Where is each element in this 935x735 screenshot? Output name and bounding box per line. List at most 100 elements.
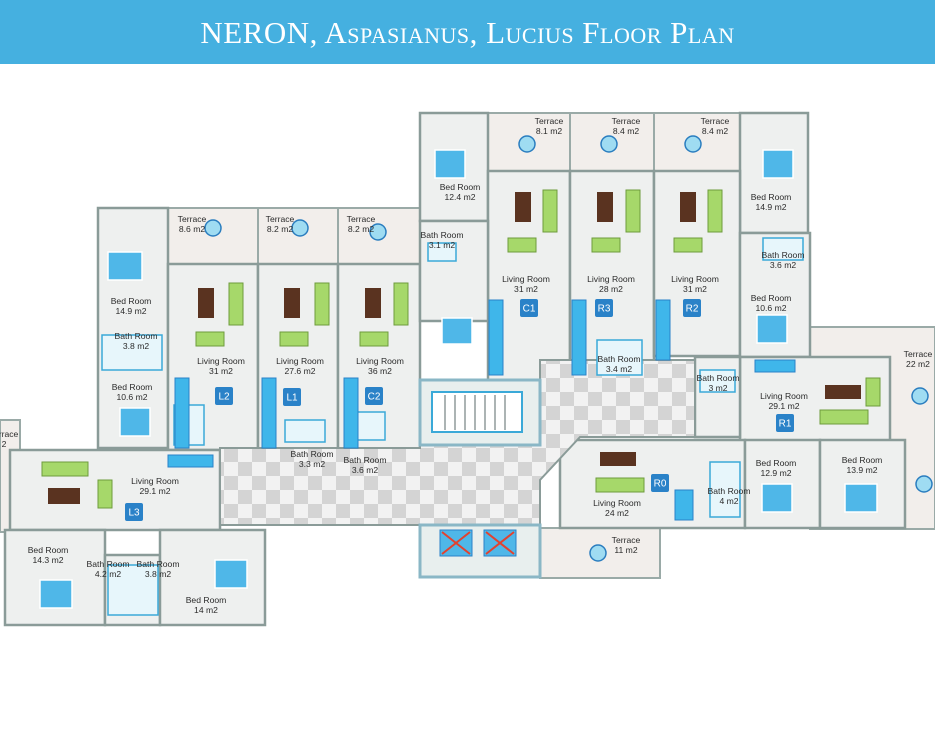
room-name: Bath Room — [598, 354, 641, 364]
unit-badge — [595, 299, 613, 317]
unit-badge-label: L3 — [128, 508, 140, 519]
room-area: 14 m2 — [194, 605, 218, 615]
room-area: 4.2 m2 — [95, 569, 121, 579]
room-area: 8.1 m2 — [536, 126, 562, 136]
unit-badge-label: R3 — [598, 304, 611, 315]
room-area: 28 m2 — [599, 284, 623, 294]
room-area: 13.9 m2 — [846, 465, 877, 475]
room-name: Terrace — [904, 349, 933, 359]
kitchen-counters — [167, 299, 796, 521]
page-title: NERON, Aspasianus, Lucius Floor Plan — [200, 15, 735, 50]
room-name: Bath Room — [137, 559, 180, 569]
room-name: Bed Room — [186, 595, 227, 605]
room-area: 14.9 m2 — [755, 202, 786, 212]
unit-badge — [215, 387, 233, 405]
title-banner: NERON, Aspasianus, Lucius Floor Plan — [0, 0, 935, 64]
room-name: Bath Room — [115, 331, 158, 341]
unit-badge-label: R0 — [654, 479, 667, 490]
room-name: Bath Room — [344, 455, 387, 465]
room-name: Terrace — [535, 116, 564, 126]
unit-badge-label: R2 — [686, 304, 699, 315]
unit-badge — [125, 503, 143, 521]
room-name: Terrace — [178, 214, 207, 224]
room-name: Terrace — [701, 116, 730, 126]
room-name: Bed Room — [756, 458, 797, 468]
room-name: Living Room — [671, 274, 719, 284]
unit-badge-label: R1 — [779, 419, 792, 430]
room-area: 3.8 m2 — [123, 341, 149, 351]
room-area: 3.8 m2 — [145, 569, 171, 579]
unit-badge — [365, 387, 383, 405]
room-name: Bath Room — [291, 449, 334, 459]
unit-badge — [776, 414, 794, 432]
room-area: 14.9 m2 — [115, 306, 146, 316]
room-area: 27.6 m2 — [284, 366, 315, 376]
bed-icons — [39, 149, 878, 609]
unit-badge — [651, 474, 669, 492]
room-name: Bed Room — [440, 182, 481, 192]
unit-badge — [683, 299, 701, 317]
room-name: Living Room — [356, 356, 404, 366]
room-name: Living Room — [587, 274, 635, 284]
room-area: 14.3 m2 — [32, 555, 63, 565]
room-name: Bath Room — [87, 559, 130, 569]
room-area: 8.2 m2 — [267, 224, 293, 234]
unit-badge-label: L1 — [286, 393, 298, 404]
room-area: 3.6 m2 — [770, 260, 796, 270]
room-name: Bed Room — [112, 382, 153, 392]
room-area: 22 m2 — [906, 359, 930, 369]
bathroom-fixtures — [101, 237, 804, 616]
room-area: 2 — [2, 439, 7, 449]
room-area: 3.6 m2 — [352, 465, 378, 475]
room-name: Living Room — [593, 498, 641, 508]
room-name: Bed Room — [28, 545, 69, 555]
room-area: 3.3 m2 — [299, 459, 325, 469]
room-name: Bath Room — [762, 250, 805, 260]
room-area: 3.1 m2 — [429, 240, 455, 250]
unit-badge — [283, 388, 301, 406]
room-area: 8.4 m2 — [702, 126, 728, 136]
room-name: Bath Room — [421, 230, 464, 240]
room-area: 31 m2 — [209, 366, 233, 376]
room-area: 31 m2 — [683, 284, 707, 294]
room-area: 11 m2 — [614, 545, 637, 555]
room-area: 36 m2 — [368, 366, 392, 376]
room-name: Bath Room — [697, 373, 740, 383]
room-name: Terrace — [0, 429, 19, 439]
room-name: Terrace — [612, 535, 641, 545]
stairwell — [418, 378, 542, 447]
terrace-table-icons — [204, 135, 933, 562]
room-name: Terrace — [347, 214, 376, 224]
room-area: 24 m2 — [605, 508, 629, 518]
room-area: 12.9 m2 — [760, 468, 791, 478]
